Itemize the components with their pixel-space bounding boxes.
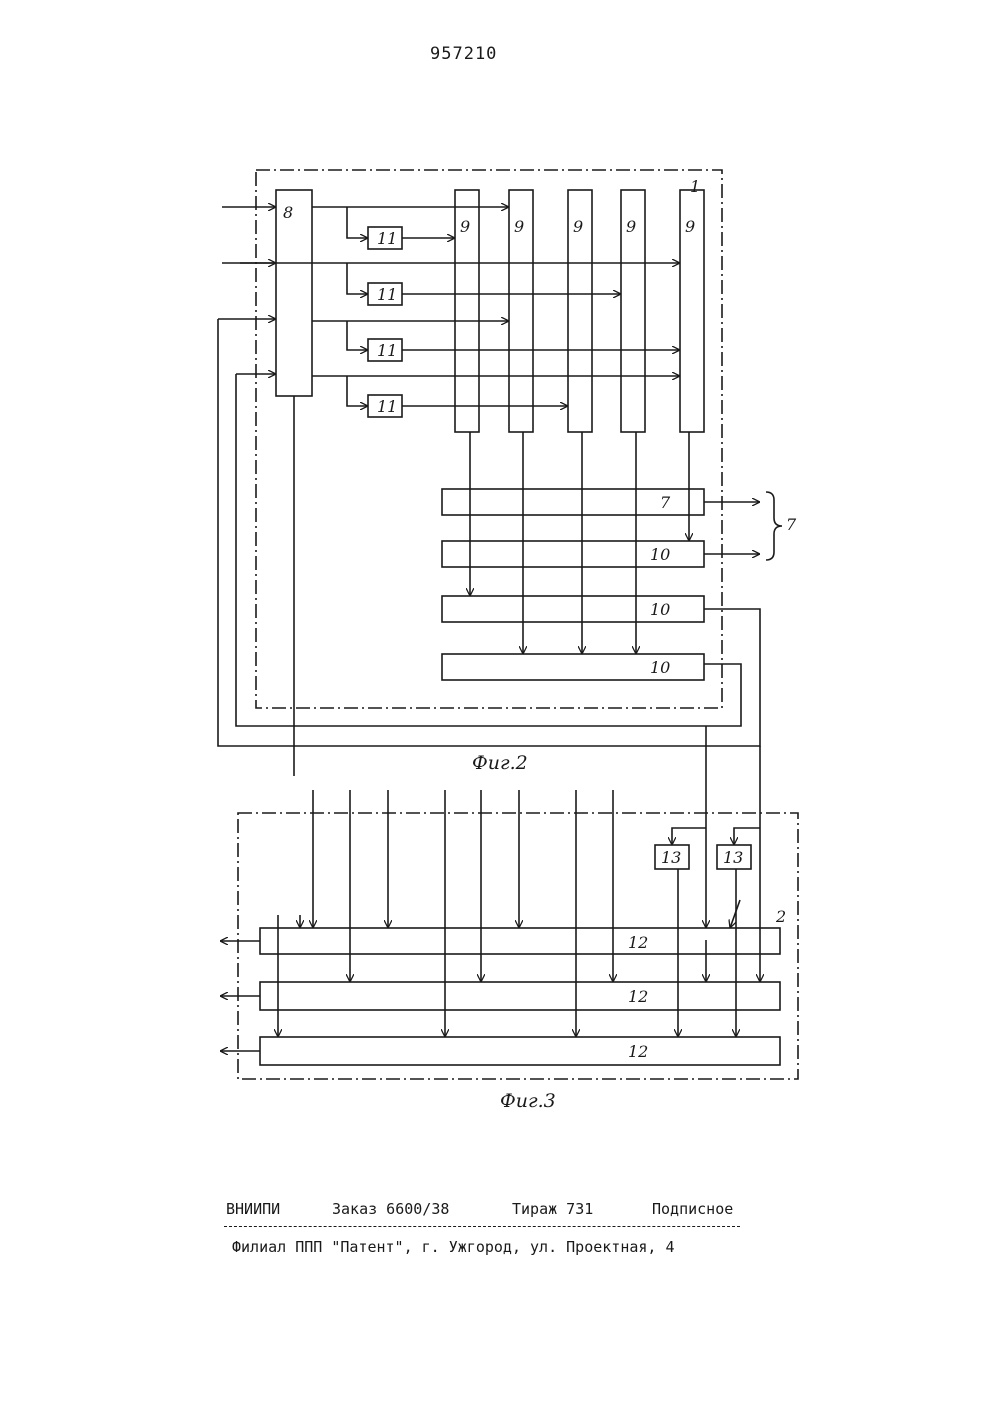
label-device-1: 1 — [690, 177, 700, 196]
block-12-2 — [260, 982, 780, 1010]
imprint-circulation: Тираж 731 — [512, 1200, 593, 1218]
block-12-1 — [260, 928, 780, 954]
label-block-7: 7 — [660, 493, 671, 512]
label-block-9-5: 9 — [685, 217, 695, 236]
label-block-13-2: 13 — [723, 848, 743, 867]
imprint-divider — [224, 1226, 740, 1227]
fig2-caption: Фиг.2 — [472, 752, 528, 774]
label-block-12-2: 12 — [628, 987, 648, 1006]
label-block-12-1: 12 — [628, 933, 648, 952]
label-block-9-1: 9 — [460, 217, 470, 236]
label-brace-7: 7 — [786, 515, 797, 534]
block-12-3 — [260, 1037, 780, 1065]
block-8 — [276, 190, 312, 396]
label-block-10-1: 10 — [650, 545, 670, 564]
label-block-9-2: 9 — [514, 217, 524, 236]
label-block-12-3: 12 — [628, 1042, 648, 1061]
label-block-11-3: 11 — [377, 341, 397, 360]
fig2-device-boundary — [256, 170, 722, 708]
imprint-subscription: Подписное — [652, 1200, 733, 1218]
label-block-9-4: 9 — [626, 217, 636, 236]
fig3-device-boundary — [238, 813, 798, 1079]
imprint-organization: ВНИИПИ — [226, 1200, 280, 1218]
label-block-11-4: 11 — [377, 397, 397, 416]
label-device-2: 2 — [775, 907, 786, 926]
label-block-11-2: 11 — [377, 285, 397, 304]
label-block-9-3: 9 — [573, 217, 583, 236]
label-block-10-3: 10 — [650, 658, 670, 677]
fig3-caption: Фиг.3 — [500, 1090, 556, 1112]
imprint-address: Филиал ППП "Патент", г. Ужгород, ул. Про… — [232, 1238, 675, 1256]
imprint-order: Заказ 6600/38 — [332, 1200, 449, 1218]
label-block-10-2: 10 — [650, 600, 670, 619]
label-block-11-1: 11 — [377, 229, 397, 248]
label-block-8: 8 — [283, 203, 293, 222]
label-block-13-1: 13 — [661, 848, 681, 867]
